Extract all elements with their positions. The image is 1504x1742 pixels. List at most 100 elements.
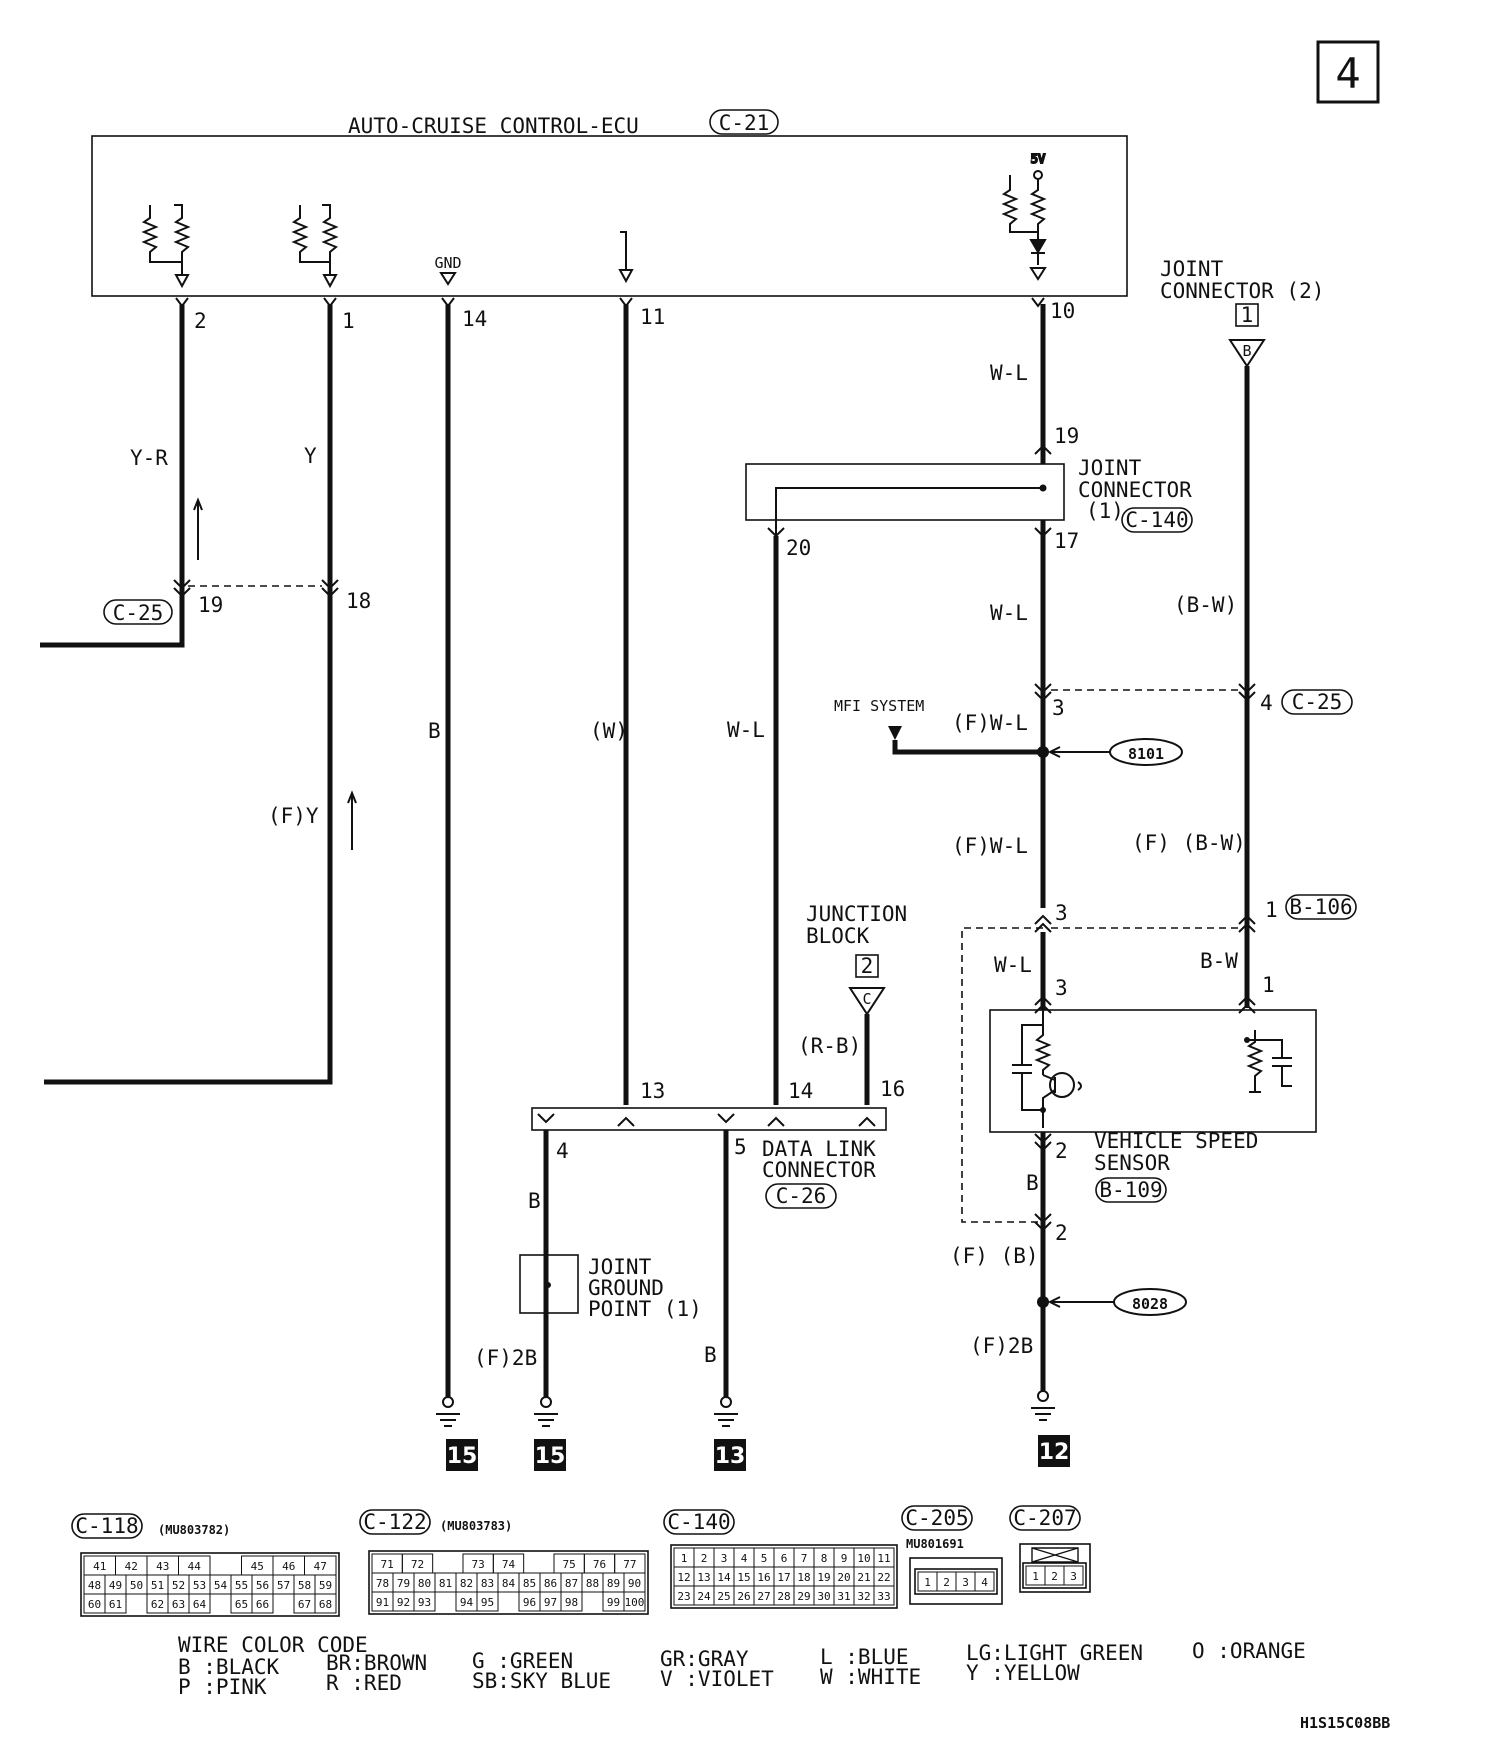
c140-cell: [873, 1585, 895, 1606]
c118-pin-label: 46: [282, 1560, 295, 1573]
c140-pin-label: 12: [677, 1571, 690, 1584]
c118-pin-label: 67: [298, 1598, 311, 1611]
c140-pin-label: 15: [737, 1571, 750, 1584]
c122-part: (MU803783): [440, 1519, 512, 1533]
splice-8028-id: 8028: [1132, 1295, 1168, 1313]
c118-pin-label: 55: [235, 1579, 248, 1592]
ecu-terminal-marks: [175, 297, 1045, 308]
c118-pin-label: 57: [277, 1579, 290, 1592]
wire-label-wl-2: W-L: [990, 601, 1028, 625]
dlc-pin-14: 14: [788, 1079, 813, 1103]
dlc-pin-4: 4: [556, 1139, 569, 1163]
c122-pin-label: 97: [544, 1596, 557, 1609]
c118-pin-label: 59: [319, 1579, 332, 1592]
c118-pin-label: 61: [109, 1598, 122, 1611]
c122-pin-label: 78: [376, 1577, 389, 1590]
dlc-pin-16: 16: [880, 1077, 905, 1101]
c25-right-pin-4: 4: [1260, 691, 1273, 715]
vss-node: [1040, 1107, 1046, 1113]
page-number-box: [1316, 40, 1380, 104]
wire-label-b-dlc5: B: [704, 1343, 717, 1367]
c118-pin-label: 49: [109, 1579, 122, 1592]
c207-name: C-207: [1013, 1506, 1076, 1530]
jb-triangle: [848, 987, 886, 1016]
jc2-triangle: [1228, 339, 1266, 368]
ecu-pin11-internal: [618, 231, 634, 284]
splice-8028-node: [1037, 1296, 1049, 1308]
ground-point-badge-2: [534, 1439, 566, 1471]
c140-pin-label: 1: [681, 1552, 688, 1565]
jc1-badge: [1121, 507, 1193, 533]
vss-pin-1: 1: [1262, 973, 1275, 997]
wcc-lg: LG:LIGHT GREEN: [966, 1641, 1143, 1665]
wire-label-fwl-mfi: (F)W-L: [952, 711, 1028, 735]
vss-badge: [1095, 1177, 1167, 1203]
c118-cell: [251, 1593, 274, 1614]
c122-badge: [359, 1509, 431, 1535]
c118-cell: [210, 1594, 231, 1613]
c140-pin-label: 4: [741, 1552, 748, 1565]
c122-outline: [368, 1550, 649, 1615]
ecu-title: AUTO-CRUISE CONTROL-ECU: [348, 114, 639, 138]
jc2-box-num-frame: [1235, 303, 1259, 327]
c122-pin-label: 84: [502, 1577, 516, 1590]
wire-label-b-left: B: [428, 719, 441, 743]
ecu-pin-11: 11: [640, 305, 665, 329]
wcc-v: V :VIOLET: [660, 1667, 774, 1691]
wcc-l: L :BLUE: [820, 1645, 909, 1669]
c118-pin-label: 52: [172, 1579, 185, 1592]
c122-pin-label: 94: [460, 1596, 474, 1609]
c122-cell: [498, 1592, 519, 1611]
splice-8101-id: 8101: [1128, 745, 1164, 763]
c122-pin-label: 93: [418, 1596, 431, 1609]
c122-cell: [433, 1554, 463, 1573]
wire-label-wl-top: W-L: [990, 361, 1028, 385]
c122-cell: [560, 1591, 583, 1612]
c118-pin-label: 64: [193, 1598, 207, 1611]
c122-pin-label: 75: [563, 1558, 576, 1571]
c25-left-badge: [103, 599, 173, 625]
c122-pin-label: 76: [593, 1558, 606, 1571]
c118-outline: [80, 1552, 340, 1617]
jc2-tri-letter: B: [1242, 342, 1251, 360]
c118-pin-label: 50: [130, 1579, 143, 1592]
c140-name: C-140: [667, 1510, 730, 1534]
wire-color-title: WIRE COLOR CODE: [178, 1633, 368, 1657]
c118-badge: [71, 1513, 143, 1539]
c122-pin-label: 82: [460, 1577, 473, 1590]
c205-pin-label: 2: [943, 1576, 950, 1589]
wire-label-fbw: (F) (B-W): [1132, 831, 1246, 855]
c25-left-pin-18: 18: [346, 589, 371, 613]
c118-cell: [314, 1593, 337, 1614]
c207-lock-icon: [1031, 1547, 1079, 1563]
jc1-terminals: [767, 444, 1052, 538]
jc2-box-num: 1: [1241, 303, 1254, 327]
c140-pin-label: 30: [817, 1590, 830, 1603]
vss-pin-3: 3: [1055, 976, 1068, 1000]
wcc-w: W :WHITE: [820, 1665, 921, 1689]
c118-cell: [126, 1594, 147, 1613]
ground-symbol-4: [1031, 1390, 1055, 1421]
c118-cell: [104, 1593, 127, 1614]
wire-label-f2b-right: (F)2B: [970, 1334, 1033, 1358]
wire-label-b-vss: B: [1026, 1171, 1039, 1195]
c207-pin-label: 1: [1032, 1570, 1039, 1583]
ecu-resistors-pin2: [141, 204, 191, 289]
c122-cell: [413, 1591, 436, 1612]
page-number: 4: [1335, 49, 1360, 98]
ground-point-2: 15: [535, 1444, 566, 1469]
gnd-label: GND: [434, 254, 461, 272]
c140-pin-label: 20: [837, 1571, 850, 1584]
jc2-title-1: JOINT: [1160, 257, 1224, 281]
splice-8101-node: [1037, 746, 1049, 758]
c122-pin-label: 80: [418, 1577, 431, 1590]
document-code: H1S15C08BB: [1300, 1714, 1390, 1732]
c140-pin-label: 9: [841, 1552, 848, 1565]
c207-badge: [1009, 1505, 1081, 1531]
wcc-br: BR:BROWN: [326, 1651, 427, 1675]
wire-label-rb: (R-B): [798, 1034, 861, 1058]
wire-label-b-dlc4: B: [528, 1189, 541, 1213]
splice-8101-badge: [1109, 738, 1183, 766]
